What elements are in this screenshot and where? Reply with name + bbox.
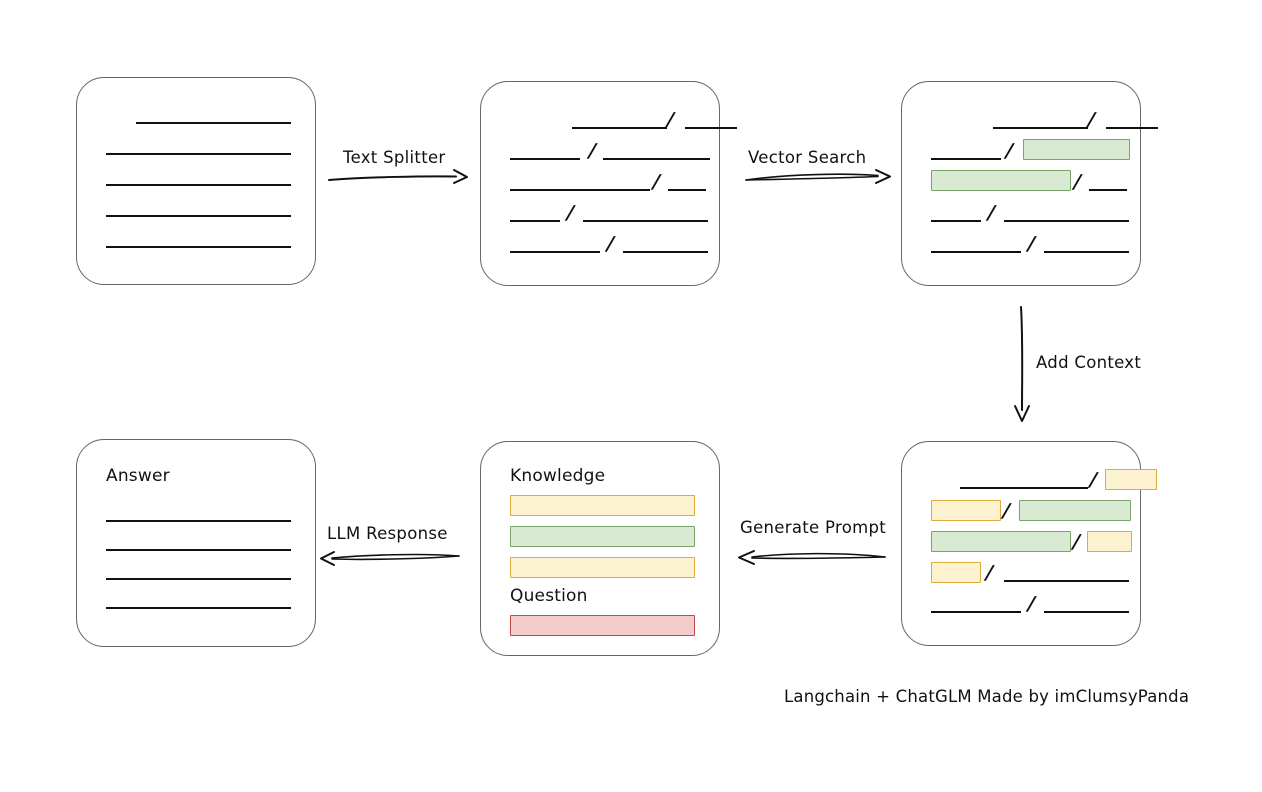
doc-line [960,487,1088,489]
chunk-separator: / [1072,531,1081,553]
doc-line [510,220,560,222]
doc-line [106,607,291,609]
doc-line [1106,127,1158,129]
chunk-separator: / [985,562,994,584]
prompt-bar-knowledge-3 [510,557,695,578]
doc-line [510,158,580,160]
doc-line [136,122,291,124]
chunk-separator: / [1087,109,1096,131]
chunk-separator: / [606,233,615,255]
box-source-document[interactable] [76,77,316,285]
highlight-chunk-green [1019,500,1131,521]
prompt-heading-knowledge: Knowledge [510,466,606,486]
chunk-separator: / [1089,469,1098,491]
doc-line [931,158,1001,160]
doc-line [668,189,706,191]
chunk-separator: / [987,202,996,224]
doc-line [603,158,710,160]
chunk-separator: / [1002,500,1011,522]
doc-line [623,251,708,253]
doc-line [1044,251,1129,253]
chunk-separator: / [1027,593,1036,615]
arrow-label-text-splitter: Text Splitter [343,148,446,167]
chunk-separator: / [566,202,575,224]
prompt-heading-question: Question [510,586,588,606]
box-answer[interactable]: Answer [76,439,316,647]
doc-line [106,184,291,186]
doc-line [572,127,667,129]
box-vector-matched-chunks[interactable]: / / / / / [901,81,1158,286]
doc-line [106,246,291,248]
prompt-bar-question [510,615,695,636]
chunk-separator: / [1073,171,1082,193]
highlight-chunk-yellow [1087,531,1132,552]
doc-line [106,215,291,217]
doc-line [685,127,737,129]
doc-line [510,251,600,253]
chunk-separator: / [666,109,675,131]
arrow-llm-response [320,551,460,566]
doc-line [931,220,981,222]
highlight-chunk-green [931,531,1071,552]
doc-line [1089,189,1127,191]
doc-line [106,153,291,155]
arrow-label-add-context: Add Context [1036,353,1142,372]
doc-line [106,578,291,580]
arrow-label-llm-response: LLM Response [327,524,448,543]
chunk-separator: / [1005,140,1014,162]
doc-line [993,127,1088,129]
highlight-chunk-green [1023,139,1130,160]
arrow-label-generate-prompt: Generate Prompt [740,518,886,537]
box-context-added-chunks[interactable]: / / / / / [901,441,1157,646]
chunk-separator: / [652,171,661,193]
box-prompt[interactable]: Knowledge Question [480,441,720,656]
doc-line [510,189,650,191]
footer-credit: Langchain + ChatGLM Made by imClumsyPand… [784,687,1190,706]
arrow-generate-prompt [738,550,886,565]
highlight-chunk-yellow [931,562,981,583]
arrow-text-splitter [328,169,468,184]
highlight-chunk-green [931,170,1071,191]
highlight-chunk-yellow [1105,469,1157,490]
doc-line [931,611,1021,613]
doc-line [1044,611,1129,613]
doc-line [1004,220,1129,222]
doc-line [106,549,291,551]
highlight-chunk-yellow [931,500,1001,521]
doc-line [583,220,708,222]
box-split-chunks[interactable]: / / / / / [480,81,737,286]
arrow-add-context [1014,306,1030,422]
doc-line [931,251,1021,253]
arrow-label-vector-search: Vector Search [748,148,867,167]
doc-line [106,520,291,522]
chunk-separator: / [1027,233,1036,255]
doc-line [1004,580,1129,582]
prompt-bar-knowledge-2 [510,526,695,547]
arrow-vector-search [745,169,891,184]
prompt-bar-knowledge-1 [510,495,695,516]
chunk-separator: / [588,140,597,162]
answer-heading: Answer [106,466,170,486]
